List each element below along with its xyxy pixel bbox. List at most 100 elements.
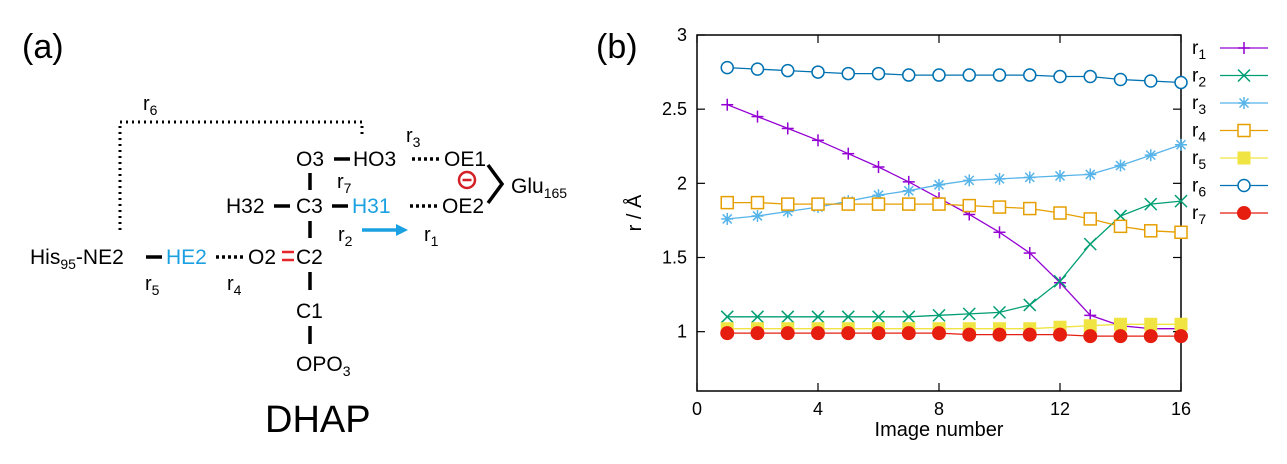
x-tick-label: 0 <box>692 399 702 419</box>
data-point-r4 <box>962 198 976 213</box>
data-point-r2 <box>1023 298 1037 312</box>
legend-item-r4: r4 <box>1192 121 1268 145</box>
data-point-r2 <box>962 307 976 321</box>
legend-item-r3: r3 <box>1192 93 1268 117</box>
atom-o3: O3 <box>296 148 324 171</box>
data-point-r4 <box>902 197 916 211</box>
legend-item-r7: r7 <box>1192 203 1268 227</box>
data-point-r6 <box>811 65 825 79</box>
data-point-r2 <box>1144 197 1158 211</box>
data-point-r7 <box>871 326 886 341</box>
legend-item-r6: r6 <box>1192 176 1268 200</box>
data-point-r3 <box>1054 170 1066 181</box>
data-point-r7 <box>720 326 735 341</box>
data-point-r6 <box>962 68 976 82</box>
data-point-r2 <box>871 310 886 324</box>
atom-h31: H31 <box>352 195 391 218</box>
data-point-r3 <box>752 210 763 221</box>
x-tick-label: 16 <box>1171 399 1191 419</box>
legend-item-r5: r5 <box>1192 148 1268 172</box>
y-tick-label: 2.5 <box>662 99 687 119</box>
atom-oe2: OE2 <box>442 195 484 218</box>
data-point-r6 <box>1144 74 1158 88</box>
data-point-r2 <box>932 308 946 322</box>
atom-c3: C3 <box>296 195 323 218</box>
glu-bracket <box>486 163 505 205</box>
data-point-r2 <box>750 310 765 324</box>
molecule-name: DHAP <box>265 399 371 441</box>
legend-marker <box>1237 68 1251 83</box>
legend-label: r5 <box>1192 148 1206 172</box>
y-tick-label: 2 <box>677 173 687 193</box>
data-point-r6 <box>841 66 855 81</box>
data-point-r6 <box>1053 69 1067 84</box>
data-point-r7 <box>1174 329 1188 344</box>
legend-marker <box>1237 123 1251 138</box>
legend-item-r2: r2 <box>1192 66 1268 90</box>
data-point-r5 <box>1174 317 1188 331</box>
legend-label: r7 <box>1192 203 1206 227</box>
y-tick-label: 1 <box>677 322 687 342</box>
atom-c2: C2 <box>296 246 323 269</box>
atom-o2: O2 <box>248 246 276 269</box>
series-line-r6 <box>727 66 1182 84</box>
data-point-r6 <box>932 68 946 82</box>
series-line-r3 <box>727 144 1182 220</box>
data-point-r6 <box>720 60 734 75</box>
r4-label: r4 <box>227 273 242 298</box>
series-r6 <box>720 60 1188 90</box>
data-point-r6 <box>750 62 765 76</box>
series-r7 <box>720 326 1188 344</box>
legend-label: r6 <box>1192 176 1206 200</box>
legend-label: r2 <box>1192 66 1206 90</box>
x-axis-label: Image number <box>875 419 1004 441</box>
data-point-r7 <box>841 326 856 341</box>
data-point-r2 <box>811 310 825 324</box>
data-point-r2 <box>992 305 1007 319</box>
data-point-r4 <box>992 200 1007 214</box>
series-r1 <box>721 98 1187 335</box>
data-point-r3 <box>1024 172 1035 183</box>
glu-label: Glu165 <box>511 175 567 201</box>
data-point-r6 <box>992 68 1007 82</box>
legend-label: r4 <box>1192 121 1206 145</box>
legend-item-r1: r1 <box>1192 38 1268 62</box>
r1-label: r1 <box>424 224 439 249</box>
data-point-r3 <box>1175 139 1187 150</box>
legend-marker <box>1237 178 1251 193</box>
y-tick-label: 3 <box>677 25 687 45</box>
data-point-r6 <box>871 66 886 81</box>
x-tick-label: 8 <box>934 399 944 419</box>
data-point-r7 <box>932 326 946 341</box>
r6-bracket <box>118 120 364 230</box>
atom-opo3: OPO3 <box>296 353 351 379</box>
data-point-r4 <box>1023 201 1037 216</box>
data-point-r3 <box>964 175 975 186</box>
data-point-r6 <box>781 63 795 78</box>
panel-b-label: (b) <box>596 28 638 66</box>
data-point-r4 <box>841 197 855 211</box>
atom-he2: HE2 <box>166 246 207 269</box>
data-point-r3 <box>933 179 945 190</box>
data-point-r2 <box>1083 237 1097 251</box>
r7-label: r7 <box>337 171 352 196</box>
data-point-r7 <box>1113 329 1128 344</box>
data-point-r3 <box>1115 160 1126 171</box>
legend-marker <box>1237 206 1251 220</box>
data-point-r3 <box>1085 169 1096 180</box>
data-point-r4 <box>1174 225 1188 240</box>
data-point-r7 <box>992 327 1007 342</box>
x-tick-label: 4 <box>813 399 823 419</box>
atom-c1: C1 <box>296 300 323 323</box>
data-point-r7 <box>1083 329 1098 344</box>
arrow-head-icon <box>396 224 408 236</box>
data-point-r4 <box>871 197 886 211</box>
data-point-r7 <box>1022 327 1037 342</box>
data-point-r4 <box>1144 224 1158 238</box>
data-point-r3 <box>722 213 733 224</box>
r3-label: r3 <box>406 125 421 150</box>
data-point-r3 <box>903 185 914 196</box>
data-point-r7 <box>780 326 795 341</box>
legend-label: r1 <box>1192 38 1206 62</box>
